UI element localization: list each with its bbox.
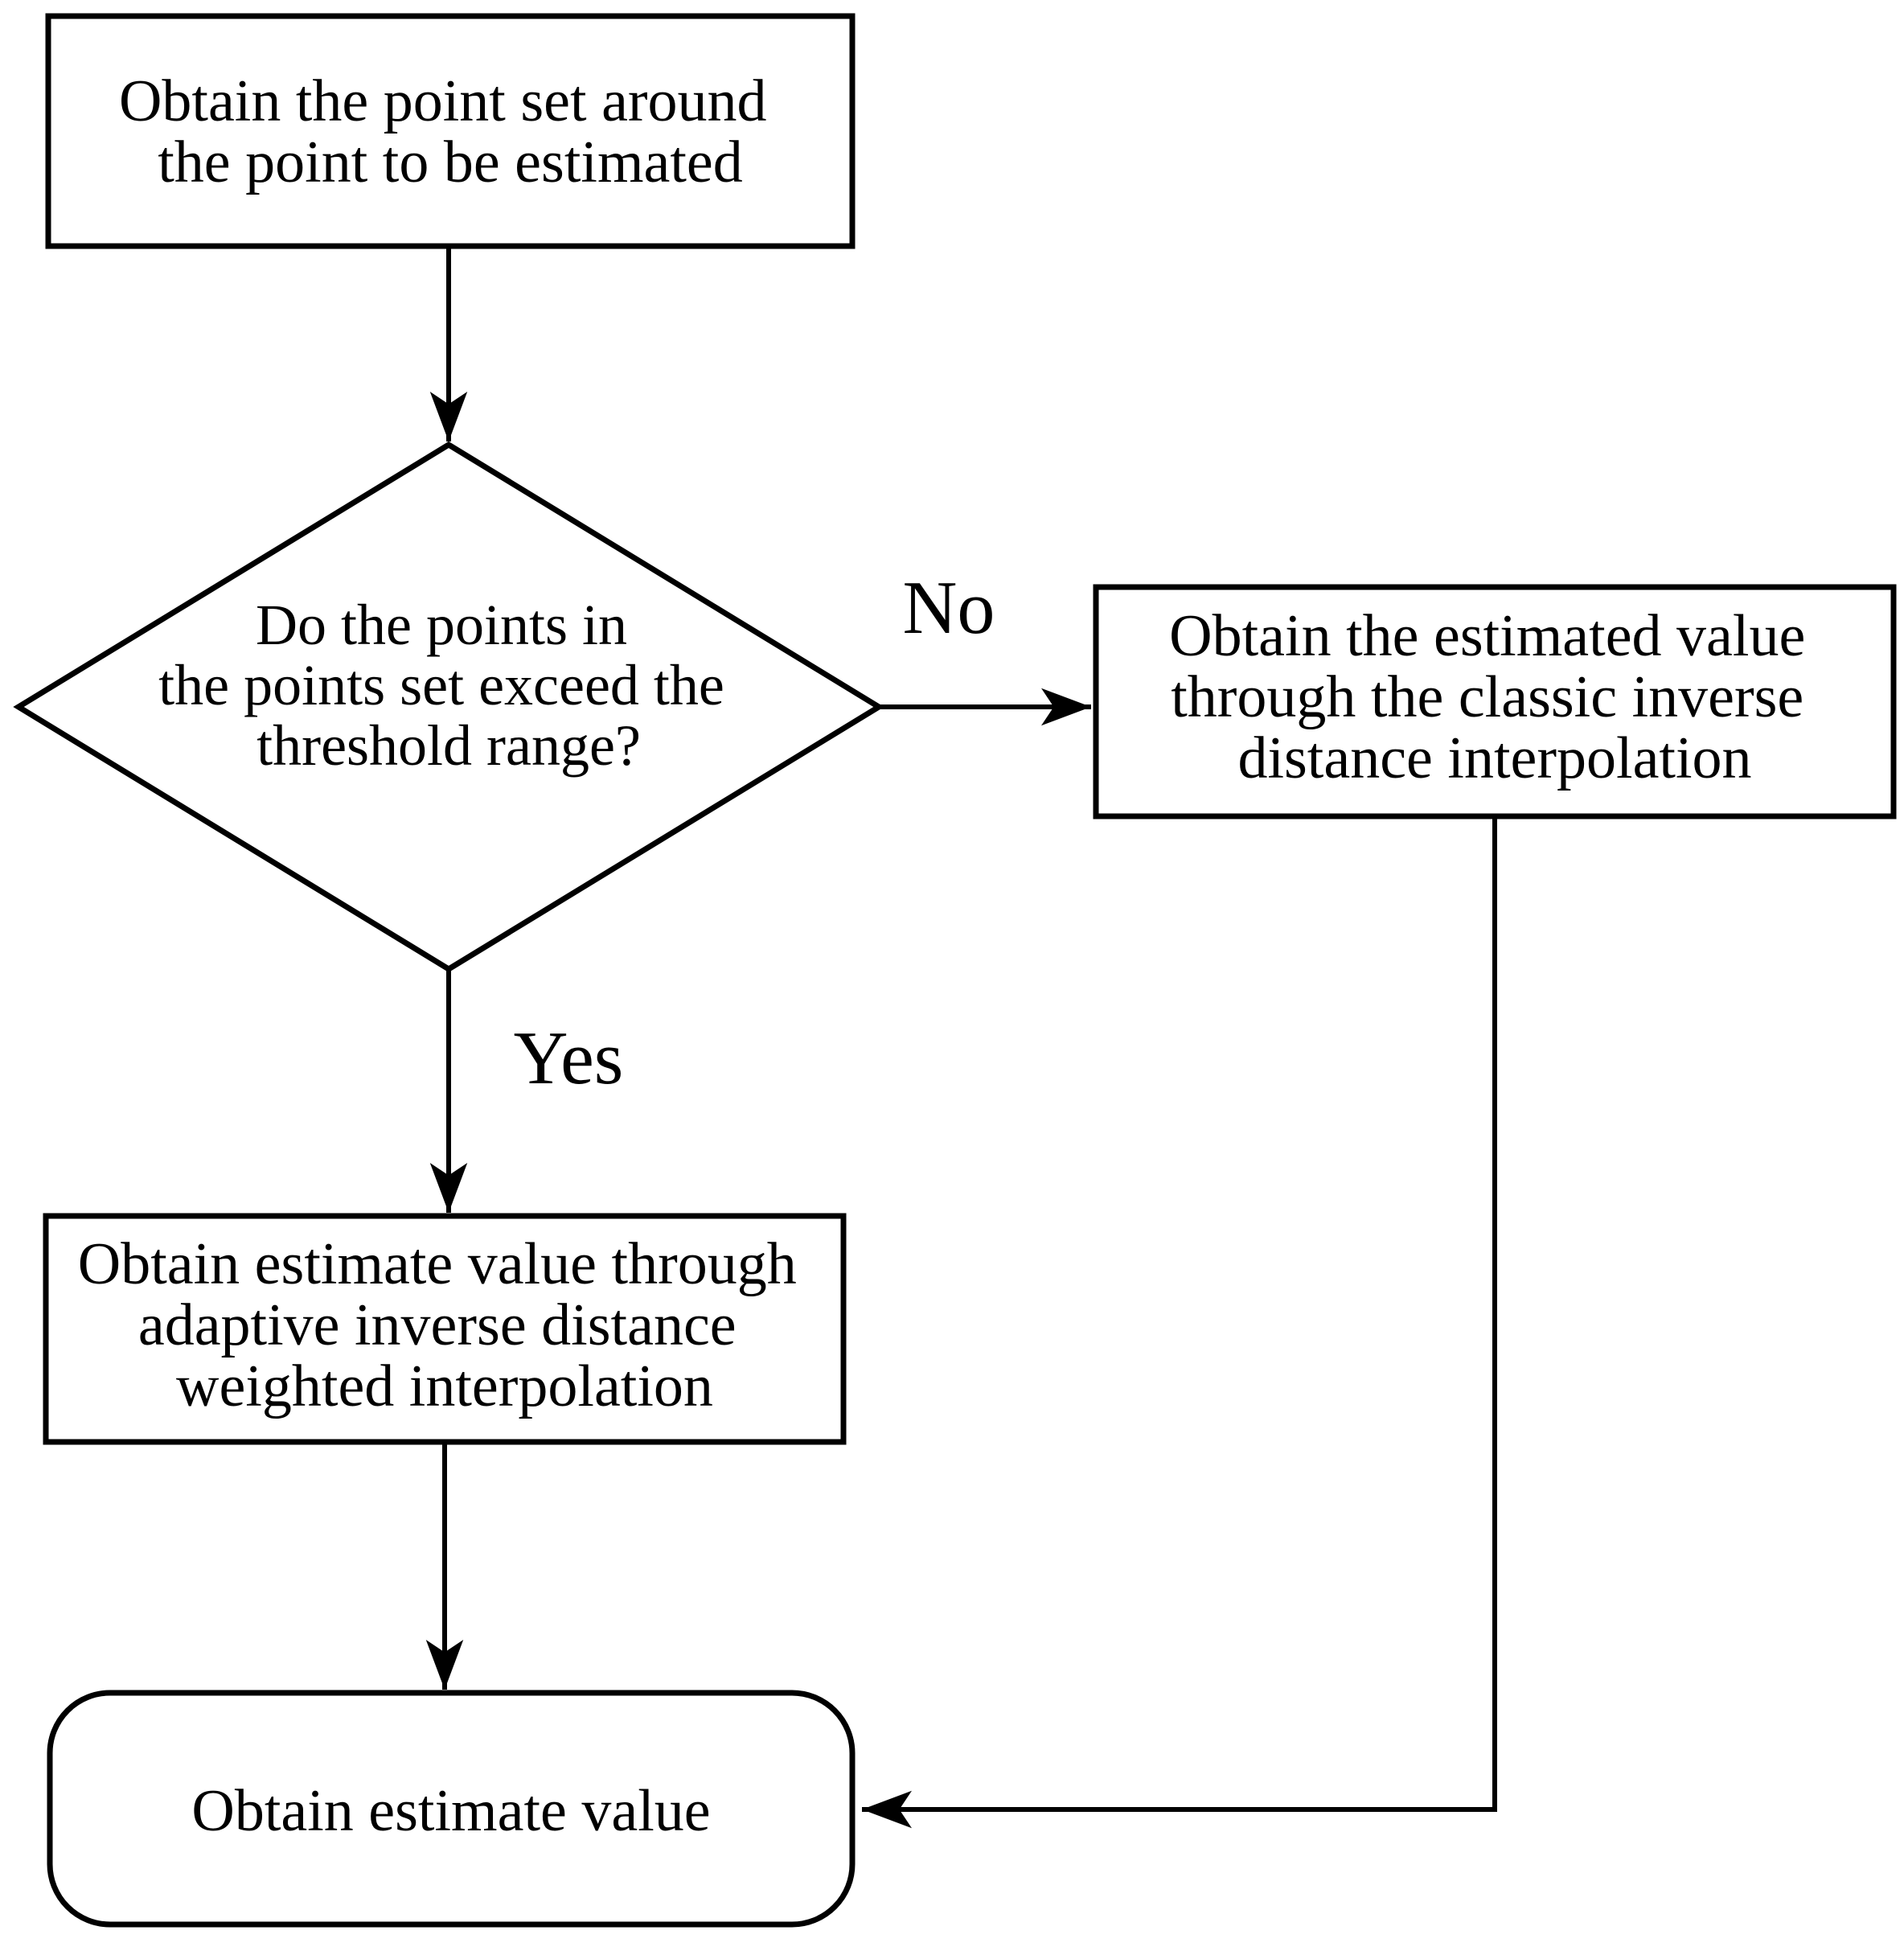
yes-branch-label: Yes: [514, 1017, 624, 1100]
adaptive-line-1: Obtain estimate value through: [78, 1231, 797, 1297]
classic-text: Obtain the estimated value through the c…: [1169, 603, 1820, 791]
classic-line-3: distance interpolation: [1237, 725, 1751, 791]
node-start: Obtain the point set around the point to…: [45, 13, 856, 249]
decision-line-3: threshold range?: [256, 713, 641, 778]
start-line-2: the point to be estimated: [158, 129, 743, 195]
no-branch-label: No: [903, 566, 995, 650]
node-classic: Obtain the estimated value through the c…: [1093, 584, 1897, 819]
classic-line-2: through the classic inverse: [1171, 664, 1803, 730]
result-rounded-box: [47, 1690, 856, 1928]
edge-classic-to-result: [862, 816, 1497, 1829]
decision-line-1: Do the points in: [256, 593, 627, 657]
node-result: Obtain estimate value: [47, 1690, 856, 1928]
decision-text: Do the points in the points set exceed t…: [158, 593, 739, 778]
adaptive-box: [43, 1213, 847, 1445]
node-adaptive: Obtain estimate value through adaptive i…: [43, 1213, 847, 1445]
result-line-1: Obtain estimate value: [191, 1778, 710, 1844]
decision-line-2: the points set exceed the: [158, 653, 724, 717]
result-text: Obtain estimate value: [191, 1778, 710, 1844]
node-decision: Do the points in the points set exceed t…: [13, 441, 884, 973]
adaptive-line-2: adaptive inverse distance: [138, 1292, 737, 1358]
classic-box: [1093, 584, 1897, 819]
decision-diamond: [13, 441, 884, 973]
adaptive-line-3: weighted interpolation: [176, 1353, 713, 1419]
adaptive-text: Obtain estimate value through adaptive i…: [78, 1231, 811, 1419]
start-text: Obtain the point set around the point to…: [119, 68, 782, 195]
start-box: [45, 13, 856, 249]
start-line-1: Obtain the point set around: [119, 68, 767, 134]
classic-line-1: Obtain the estimated value: [1169, 603, 1805, 669]
